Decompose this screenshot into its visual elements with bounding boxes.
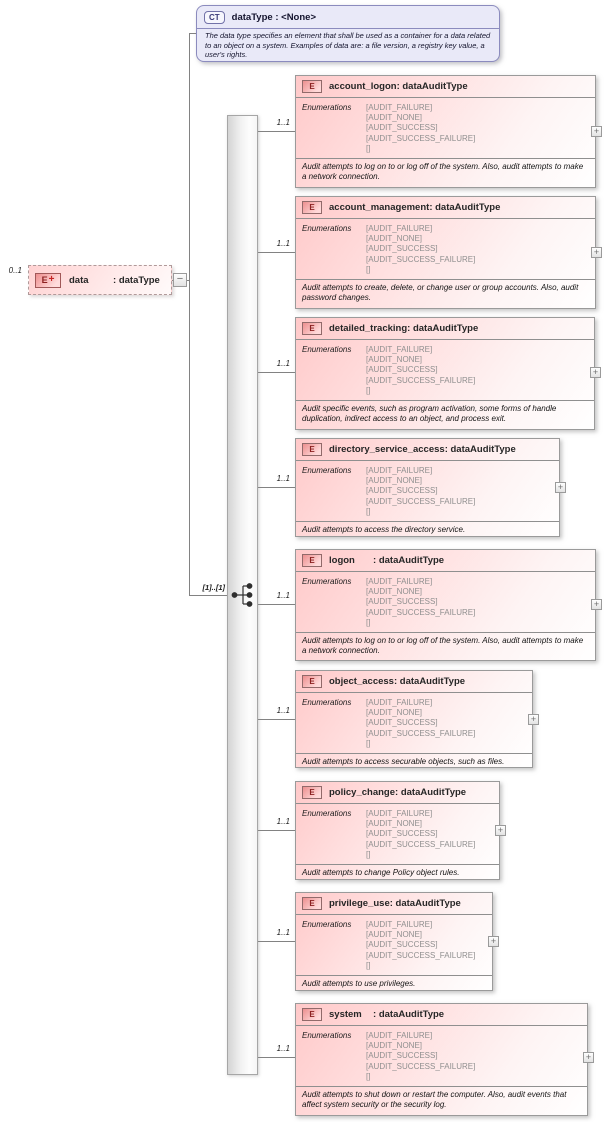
- expand-handle[interactable]: +: [591, 599, 602, 610]
- sequence-compositor-icon[interactable]: [231, 583, 257, 607]
- enumeration-values: [AUDIT_FAILURE][AUDIT_NONE] [AUDIT_SUCCE…: [366, 103, 476, 153]
- enumerations-section: Enumerations [AUDIT_FAILURE][AUDIT_NONE]…: [302, 698, 476, 748]
- element-box-object-access[interactable]: E object_access: dataAuditType Enumerati…: [295, 670, 533, 768]
- enumerations-section: Enumerations [AUDIT_FAILURE][AUDIT_NONE]…: [302, 577, 476, 627]
- enumeration-values: [AUDIT_FAILURE][AUDIT_NONE] [AUDIT_SUCCE…: [366, 224, 476, 274]
- enumeration-values: [AUDIT_FAILURE][AUDIT_NONE] [AUDIT_SUCCE…: [366, 809, 476, 859]
- root-element-box[interactable]: E+ data: dataType: [28, 265, 172, 295]
- element-documentation: Audit attempts to create, delete, or cha…: [296, 279, 595, 308]
- element-header: E system: dataAuditType: [296, 1004, 587, 1026]
- element-documentation: Audit attempts to use privileges.: [296, 975, 492, 990]
- element-header: E privilege_use: dataAuditType: [296, 893, 492, 915]
- element-documentation: Audit attempts to change Policy object r…: [296, 864, 499, 879]
- root-element-title: data: dataType: [69, 274, 160, 286]
- expand-handle[interactable]: +: [590, 367, 601, 378]
- element-documentation: Audit attempts to access the directory s…: [296, 521, 559, 536]
- enumerations-section: Enumerations [AUDIT_FAILURE][AUDIT_NONE]…: [302, 466, 476, 516]
- element-icon: E: [302, 675, 322, 688]
- element-documentation: Audit specific events, such as program a…: [296, 400, 594, 429]
- enumerations-section: Enumerations [AUDIT_FAILURE][AUDIT_NONE]…: [302, 103, 476, 153]
- expand-handle[interactable]: +: [583, 1052, 594, 1063]
- cardinality-label: 1..1: [276, 1044, 290, 1053]
- element-header: E account_management: dataAuditType: [296, 197, 595, 219]
- cardinality-label: 1..1: [276, 591, 290, 600]
- element-plus-icon: E+: [35, 272, 61, 288]
- element-header: E account_logon: dataAuditType: [296, 76, 595, 98]
- element-icon: E: [302, 443, 322, 456]
- element-title: object_access: dataAuditType: [329, 676, 466, 687]
- element-title: detailed_tracking: dataAuditType: [329, 323, 479, 334]
- element-documentation: Audit attempts to access securable objec…: [296, 753, 532, 767]
- element-documentation: Audit attempts to shut down or restart t…: [296, 1086, 587, 1115]
- element-header: E directory_service_access: dataAuditTyp…: [296, 439, 559, 461]
- expand-handle[interactable]: +: [555, 482, 566, 493]
- element-title: privilege_use: dataAuditType: [329, 898, 461, 909]
- cardinality-label: 1..1: [276, 928, 290, 937]
- collapse-handle[interactable]: −: [173, 273, 187, 287]
- enumeration-values: [AUDIT_FAILURE][AUDIT_NONE] [AUDIT_SUCCE…: [366, 466, 476, 516]
- enumeration-values: [AUDIT_FAILURE][AUDIT_NONE] [AUDIT_SUCCE…: [366, 577, 476, 627]
- element-header: E detailed_tracking: dataAuditType: [296, 318, 594, 340]
- element-title: system: dataAuditType: [329, 1009, 445, 1020]
- cardinality-label: 1..1: [276, 817, 290, 826]
- cardinality-label: 1..1: [276, 474, 290, 483]
- expand-handle[interactable]: +: [495, 825, 506, 836]
- complex-type-title: dataType : <None>: [231, 12, 316, 23]
- element-header: E object_access: dataAuditType: [296, 671, 532, 693]
- element-title: logon: dataAuditType: [329, 555, 445, 566]
- enumerations-section: Enumerations [AUDIT_FAILURE][AUDIT_NONE]…: [302, 1031, 476, 1081]
- element-box-account-management[interactable]: E account_management: dataAuditType Enum…: [295, 196, 596, 309]
- element-title: policy_change: dataAuditType: [329, 787, 467, 798]
- element-icon: E: [302, 786, 322, 799]
- enumerations-section: Enumerations [AUDIT_FAILURE][AUDIT_NONE]…: [302, 809, 476, 859]
- element-documentation: Audit attempts to log on to or log off o…: [296, 158, 595, 187]
- expand-handle[interactable]: +: [528, 714, 539, 725]
- element-icon: E: [302, 897, 322, 910]
- cardinality-label: 1..1: [276, 239, 290, 248]
- enumerations-section: Enumerations [AUDIT_FAILURE][AUDIT_NONE]…: [302, 920, 476, 970]
- expand-handle[interactable]: +: [488, 936, 499, 947]
- expand-handle[interactable]: +: [591, 126, 602, 137]
- enumerations-section: Enumerations [AUDIT_FAILURE][AUDIT_NONE]…: [302, 224, 476, 274]
- complex-type-box[interactable]: CT dataType : <None> The data type speci…: [196, 5, 500, 62]
- element-icon: E: [302, 80, 322, 93]
- element-header: E policy_change: dataAuditType: [296, 782, 499, 804]
- complex-type-documentation: The data type specifies an element that …: [205, 31, 491, 60]
- element-box-privilege-use[interactable]: E privilege_use: dataAuditType Enumerati…: [295, 892, 493, 991]
- element-box-account-logon[interactable]: E account_logon: dataAuditType Enumerati…: [295, 75, 596, 188]
- enumerations-section: Enumerations [AUDIT_FAILURE][AUDIT_NONE]…: [302, 345, 476, 395]
- element-icon: E: [302, 1008, 322, 1021]
- complex-type-icon: CT: [204, 11, 225, 24]
- element-icon: E: [302, 201, 322, 214]
- element-header: E logon: dataAuditType: [296, 550, 595, 572]
- element-box-logon[interactable]: E logon: dataAuditType Enumerations [AUD…: [295, 549, 596, 661]
- element-title: account_management: dataAuditType: [329, 202, 501, 213]
- complex-type-header: CT dataType : <None>: [197, 6, 499, 29]
- element-icon: E: [302, 554, 322, 567]
- cardinality-label: 1..1: [276, 706, 290, 715]
- element-title: directory_service_access: dataAuditType: [329, 444, 516, 455]
- element-box-detailed-tracking[interactable]: E detailed_tracking: dataAuditType Enume…: [295, 317, 595, 430]
- expand-handle[interactable]: +: [591, 247, 602, 258]
- annotation-line: [189, 33, 227, 596]
- enumeration-values: [AUDIT_FAILURE][AUDIT_NONE] [AUDIT_SUCCE…: [366, 920, 476, 970]
- cardinality-label: 1..1: [276, 359, 290, 368]
- element-box-policy-change[interactable]: E policy_change: dataAuditType Enumerati…: [295, 781, 500, 880]
- compositor-occurrence-label: [1]..[1]: [202, 583, 226, 592]
- element-documentation: Audit attempts to log on to or log off o…: [296, 632, 595, 660]
- element-box-directory-service-access[interactable]: E directory_service_access: dataAuditTyp…: [295, 438, 560, 537]
- cardinality-label: 1..1: [276, 118, 290, 127]
- enumeration-values: [AUDIT_FAILURE][AUDIT_NONE] [AUDIT_SUCCE…: [366, 698, 476, 748]
- root-element-cardinality: 0..1: [8, 266, 22, 275]
- element-title: account_logon: dataAuditType: [329, 81, 468, 92]
- enumeration-values: [AUDIT_FAILURE][AUDIT_NONE] [AUDIT_SUCCE…: [366, 345, 476, 395]
- element-icon: E: [302, 322, 322, 335]
- element-box-system[interactable]: E system: dataAuditType Enumerations [AU…: [295, 1003, 588, 1116]
- enumeration-values: [AUDIT_FAILURE][AUDIT_NONE] [AUDIT_SUCCE…: [366, 1031, 476, 1081]
